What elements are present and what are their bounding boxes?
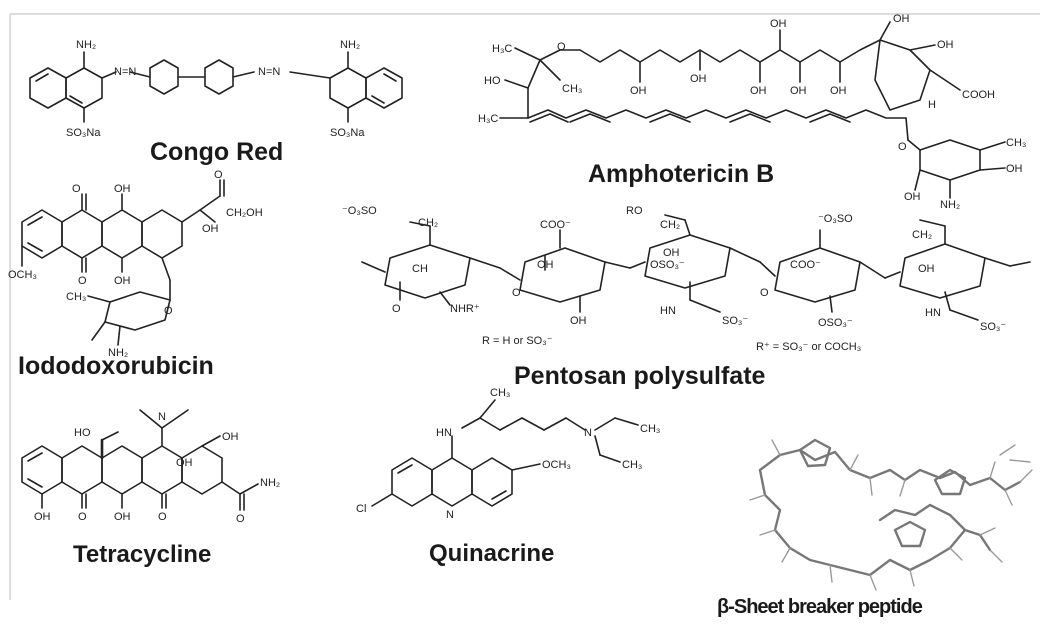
pento-oso3-1-label: OSO₃⁻ bbox=[650, 259, 685, 271]
pento-o3so-left-label: ⁻O₃SO bbox=[342, 205, 377, 217]
pento-ch2-right-label: CH₂ bbox=[912, 229, 932, 241]
ampho-oh-8-label: OH bbox=[937, 39, 954, 51]
ampho-ester-o-label: O bbox=[557, 41, 566, 53]
iodo-o-keto-label: O bbox=[214, 169, 223, 181]
congo-nh2-left-label: NH₂ bbox=[76, 39, 96, 51]
tetra-oh-left-label: OH bbox=[34, 511, 51, 523]
iodo-o-sugar-label: O bbox=[164, 305, 173, 317]
congo-so3na-left-label: SO₃Na bbox=[66, 127, 101, 139]
pento-ch2-mid-label: CH₂ bbox=[660, 219, 680, 231]
tetracycline-structure: HO N OH OH NH₂ OH O OH O O bbox=[21, 409, 280, 525]
iodo-o-top1-label: O bbox=[72, 183, 81, 195]
peptide-title: β-Sheet breaker peptide bbox=[717, 596, 923, 618]
quin-och3-label: OCH₃ bbox=[542, 459, 571, 471]
quin-n-ring-label: N bbox=[446, 509, 454, 521]
pento-ro-label: RO bbox=[626, 205, 643, 217]
congo-red-structure: NH₂ NH₂ SO₃Na SO₃Na N=N N=N bbox=[29, 39, 403, 139]
iodo-ch2oh-label: CH₂OH bbox=[226, 207, 263, 219]
pento-o-3-label: O bbox=[760, 287, 769, 299]
tetra-oh-right-label: OH bbox=[222, 431, 239, 443]
ampho-nh2-label: NH₂ bbox=[940, 199, 960, 211]
tetra-ho-label: HO bbox=[74, 427, 91, 439]
ampho-oh-2-label: OH bbox=[690, 73, 707, 85]
congo-nh2-right-label: NH₂ bbox=[340, 39, 360, 51]
pento-oso3-2-label: OSO₃⁻ bbox=[818, 317, 853, 329]
iodo-o-bottom-label: O bbox=[78, 275, 87, 287]
ampho-o-label: O bbox=[898, 141, 907, 153]
iodo-oh-ring-label: OH bbox=[202, 223, 219, 235]
pento-o-2-label: O bbox=[512, 287, 521, 299]
pento-so3-1-label: SO₃⁻ bbox=[722, 315, 748, 327]
ampho-oh-7-label: OH bbox=[893, 13, 910, 25]
iodo-oh-bottom-label: OH bbox=[114, 275, 131, 287]
pento-nhr-label: NHR⁺ bbox=[450, 303, 480, 315]
pento-oh-4-label: OH bbox=[918, 263, 935, 275]
ampho-h3c-top-label: H₃C bbox=[492, 43, 512, 55]
tetra-o-2-label: O bbox=[158, 511, 167, 523]
tetra-n-label: N bbox=[158, 411, 166, 423]
congo-so3na-right-label: SO₃Na bbox=[330, 127, 365, 139]
quin-cl-label: Cl bbox=[356, 503, 366, 515]
pento-coo-2-label: COO⁻ bbox=[790, 259, 821, 271]
ampho-oh-6-label: OH bbox=[770, 18, 787, 30]
quinacrine-title: Quinacrine bbox=[429, 540, 555, 567]
pento-o3so-right-label: ⁻O₃SO bbox=[818, 213, 853, 225]
tetra-oh-bottom-label: OH bbox=[114, 511, 131, 523]
tetra-oh-mid-label: OH bbox=[176, 457, 193, 469]
congo-azo-right-label: N=N bbox=[258, 66, 280, 78]
ampho-ho-label: HO bbox=[484, 75, 501, 87]
pento-oh-1-label: OH bbox=[537, 259, 554, 271]
pento-oh-2-label: OH bbox=[570, 315, 587, 327]
ampho-oh-4-label: OH bbox=[790, 85, 807, 97]
ampho-h-label: H bbox=[928, 99, 936, 111]
ampho-oh-sugar2-label: OH bbox=[904, 191, 921, 203]
ampho-oh-3-label: OH bbox=[750, 85, 767, 97]
iododoxorubicin-structure: O OH O OH OCH₃ O CH₂OH OH O CH₃ NH₂ bbox=[8, 169, 263, 359]
quinacrine-structure: CH₃ HN N CH₃ CH₃ OCH₃ N Cl bbox=[356, 387, 660, 521]
congo-azo-left-label: N=N bbox=[114, 66, 136, 78]
iododoxorubicin-title: Iododoxorubicin bbox=[18, 352, 214, 380]
pentosan-title: Pentosan polysulfate bbox=[514, 362, 766, 390]
ampho-ch3-label: CH₃ bbox=[562, 83, 582, 95]
ampho-oh-5-label: OH bbox=[830, 85, 847, 97]
iodo-oh-top-label: OH bbox=[114, 183, 131, 195]
pento-oh-3-label: OH bbox=[663, 247, 680, 259]
pento-ch-label: CH bbox=[412, 263, 428, 275]
ampho-h3c-bottom-label: H₃C bbox=[478, 113, 498, 125]
quin-ch3-right-label: CH₃ bbox=[640, 423, 660, 435]
ampho-oh-sugar-label: OH bbox=[1006, 163, 1023, 175]
tetracycline-title: Tetracycline bbox=[73, 541, 212, 568]
pentosan-structure: ⁻O₃SO CH₂ CH O NHR⁺ O COO⁻ OH OH RO CH₂ … bbox=[342, 205, 1031, 353]
quin-hn-label: HN bbox=[436, 427, 452, 439]
pento-o-1-label: O bbox=[392, 303, 401, 315]
pento-r2-def-label: R⁺ = SO₃⁻ or COCH₃ bbox=[756, 341, 861, 353]
pento-hn-2-label: HN bbox=[925, 307, 941, 319]
pento-coo-label: COO⁻ bbox=[540, 219, 571, 231]
ampho-ch3-sugar-label: CH₃ bbox=[1006, 137, 1026, 149]
amphotericin-structure: H₃C O HO CH₃ H₃C OH OH OH OH OH OH OH OH… bbox=[478, 13, 1026, 211]
pento-r-def-label: R = H or SO₃⁻ bbox=[482, 335, 553, 347]
iodo-nh2-label: NH₂ bbox=[108, 347, 128, 359]
quin-ch3-lower-label: CH₃ bbox=[622, 459, 642, 471]
peptide-model bbox=[749, 438, 1033, 591]
iodo-och3-label: OCH₃ bbox=[8, 269, 37, 281]
quin-n-amine-label: N bbox=[584, 427, 592, 439]
tetra-o-1-label: O bbox=[78, 511, 87, 523]
ampho-cooh-label: COOH bbox=[962, 89, 995, 101]
pento-ch2-left-label: CH₂ bbox=[418, 217, 438, 229]
iodo-ch3-label: CH₃ bbox=[66, 291, 86, 303]
tetra-o-3-label: O bbox=[236, 513, 245, 525]
congo-red-title: Congo Red bbox=[150, 138, 284, 166]
ampho-oh-1-label: OH bbox=[630, 85, 647, 97]
pento-so3-2-label: SO₃⁻ bbox=[980, 321, 1006, 333]
quin-ch3-top-label: CH₃ bbox=[490, 387, 510, 399]
tetra-nh2-label: NH₂ bbox=[260, 477, 280, 489]
pento-hn-1-label: HN bbox=[660, 305, 676, 317]
amphotericin-title: Amphotericin B bbox=[588, 160, 775, 188]
